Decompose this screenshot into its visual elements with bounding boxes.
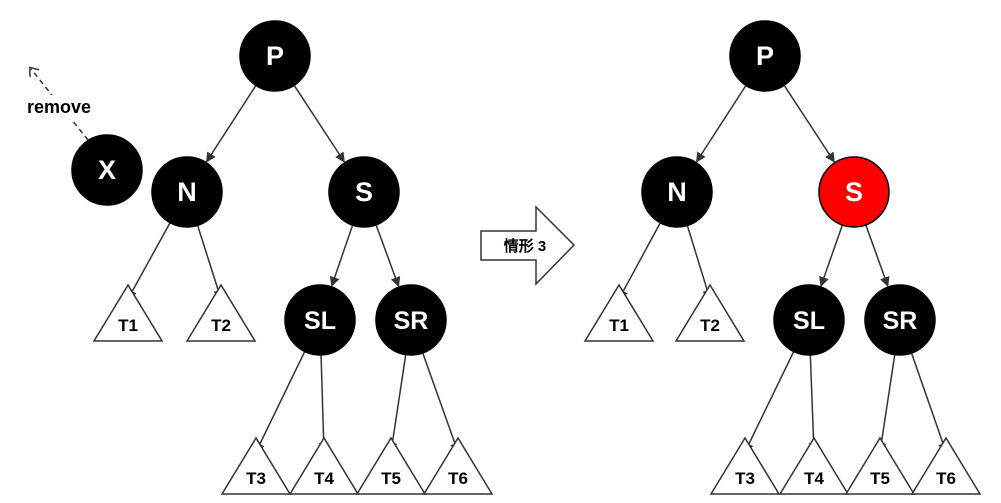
after-subtree-label-t1: T1 (609, 316, 629, 335)
after-subtree-triangle-t2 (674, 283, 746, 342)
after-node-circle-p (729, 20, 801, 92)
after-subtree-t4: T4 (778, 436, 850, 495)
after-edge-s-sl (819, 224, 844, 287)
after-subtree-triangle-t3 (709, 436, 781, 495)
before-subtree-t4: T4 (288, 436, 360, 495)
before-edge-sr-t5 (387, 354, 407, 453)
after-subtree-t1: T1 (583, 283, 655, 342)
after-edge-n-t1 (618, 222, 661, 300)
after-node-p: P (729, 20, 801, 92)
before-node-circle-sl (284, 284, 356, 356)
before-subtree-triangle-t4 (288, 436, 360, 495)
after-subtree-triangle-t6 (910, 436, 982, 495)
before-subtree-label-t3: T3 (246, 469, 266, 488)
before-edge-s-sl (329, 224, 354, 287)
after-edge-sl-t4 (808, 354, 819, 453)
after-edge-sl-t3 (744, 351, 795, 453)
after-node-circle-sl (773, 284, 845, 356)
before-edge-s-sr (375, 224, 401, 288)
before-node-p: P (239, 20, 311, 92)
after-subtree-triangle-t1 (583, 283, 655, 342)
after-node-circle-s (818, 156, 890, 228)
before-node-circle-p (239, 20, 311, 92)
before-node-label-sl: SL (304, 307, 336, 335)
after-node-label-n: N (667, 177, 687, 207)
remove-annotation: remove (20, 69, 98, 141)
before-edge-p-n (205, 84, 257, 163)
transition-arrow-label: 情形 3 (504, 237, 547, 255)
after-subtree-label-t4: T4 (804, 469, 824, 488)
before-node-sl: SL (284, 284, 356, 356)
before-subtree-label-t1: T1 (118, 316, 138, 335)
before-subtree-triangle-t6 (422, 436, 494, 495)
before-subtree-triangle-t5 (355, 436, 427, 495)
after-subtree-t2: T2 (674, 283, 746, 342)
before-subtree-t3: T3 (220, 436, 292, 495)
before-subtree-label-t6: T6 (448, 469, 468, 488)
transition-arrow: 情形 3 (480, 205, 576, 286)
before-subtree-t2: T2 (185, 283, 257, 342)
after-node-sr: SR (864, 284, 936, 356)
after-subtree-triangle-t5 (844, 436, 916, 495)
after-edge-sr-t6 (910, 352, 948, 453)
nodes-layer: P X N S SL SR P N S SL SR (71, 20, 936, 356)
edges-layer (127, 84, 948, 453)
after-edge-s-sr (865, 224, 890, 288)
before-subtree-label-t4: T4 (314, 469, 334, 488)
before-node-label-p: P (266, 41, 284, 71)
after-subtree-label-t3: T3 (735, 469, 755, 488)
after-node-circle-sr (864, 284, 936, 356)
after-edge-sr-t5 (876, 354, 896, 453)
before-node-circle-sr (375, 284, 447, 356)
before-node-n: N (151, 156, 223, 228)
after-subtree-label-t5: T5 (870, 469, 890, 488)
before-subtree-t6: T6 (422, 436, 494, 495)
after-subtree-label-t6: T6 (936, 469, 956, 488)
before-node-circle-s (328, 156, 400, 228)
before-node-label-sr: SR (394, 307, 429, 335)
after-subtree-t6: T6 (910, 436, 982, 495)
before-node-circle-n (151, 156, 223, 228)
before-edge-sl-t3 (255, 351, 306, 453)
after-node-sl: SL (773, 284, 845, 356)
before-edge-n-t1 (127, 222, 171, 300)
before-node-sr: SR (375, 284, 447, 356)
before-node-x: X (71, 134, 143, 206)
before-edge-p-s (293, 84, 345, 163)
after-edge-p-s (783, 84, 835, 163)
before-edge-sr-t6 (422, 352, 460, 453)
after-node-label-sr: SR (883, 307, 918, 335)
before-subtree-t5: T5 (355, 436, 427, 495)
before-node-label-x: X (98, 155, 116, 185)
before-node-circle-x (71, 134, 143, 206)
after-edge-p-n (695, 84, 747, 163)
before-subtree-triangle-t1 (92, 283, 164, 342)
after-node-n: N (641, 156, 713, 228)
after-node-circle-n (641, 156, 713, 228)
before-subtree-label-t5: T5 (381, 469, 401, 488)
after-subtree-t3: T3 (709, 436, 781, 495)
after-node-label-s: S (845, 177, 863, 207)
after-subtree-label-t2: T2 (700, 316, 720, 335)
after-node-label-p: P (756, 41, 774, 71)
before-node-label-n: N (177, 177, 197, 207)
after-subtree-t5: T5 (844, 436, 916, 495)
remove-label: remove (27, 97, 91, 117)
before-edge-sl-t4 (318, 354, 329, 453)
after-edge-n-t2 (686, 225, 713, 300)
before-edge-n-t2 (196, 225, 224, 300)
before-subtree-triangle-t2 (185, 283, 257, 342)
before-subtree-t1: T1 (92, 283, 164, 342)
after-subtree-triangle-t4 (778, 436, 850, 495)
after-node-label-sl: SL (793, 307, 825, 335)
before-node-label-s: S (355, 177, 373, 207)
before-subtree-label-t2: T2 (211, 316, 231, 335)
before-subtree-triangle-t3 (220, 436, 292, 495)
before-node-s: S (328, 156, 400, 228)
after-node-s: S (818, 156, 890, 228)
